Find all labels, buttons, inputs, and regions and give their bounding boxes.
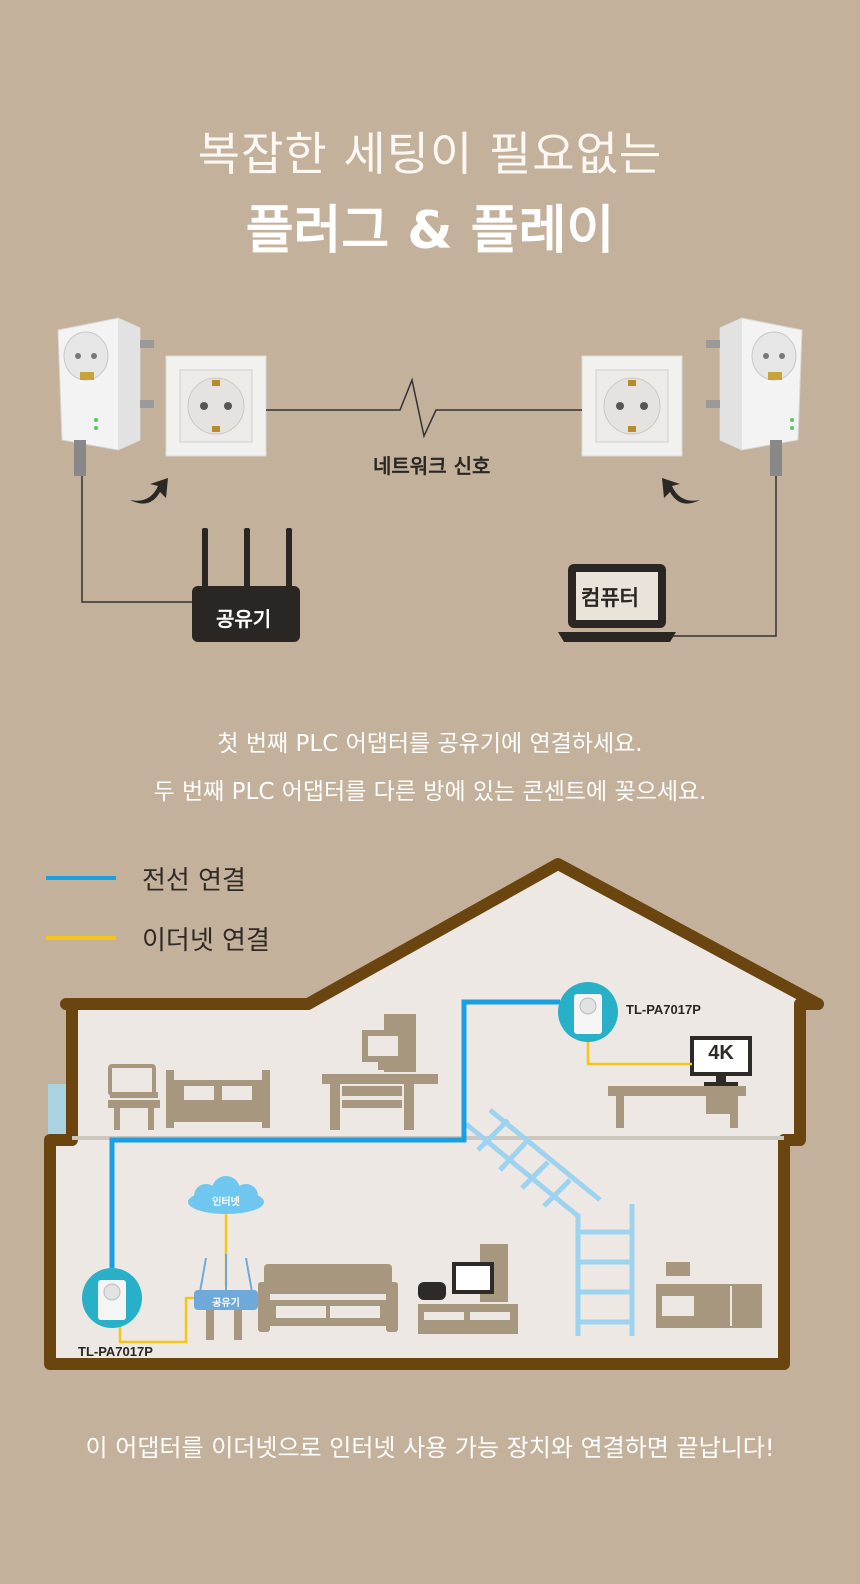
plc-adapter-left-icon xyxy=(57,317,154,476)
router-icon xyxy=(192,528,300,642)
legend-powerline-label: 전선 연결 xyxy=(142,866,246,896)
computer-label: 컴퓨터 xyxy=(581,586,639,610)
network-signal-label: 네트워크 신호 xyxy=(373,454,491,478)
ethernet-cable-left xyxy=(81,476,194,603)
staircase xyxy=(464,1108,635,1336)
instruction-line-2: 두 번째 PLC 어댑터를 다른 방에 있는 콘센트에 꽂으세요. xyxy=(153,779,707,805)
adapter-model-lower: TL-PA7017P xyxy=(78,1344,153,1359)
router-small-label: 공유기 xyxy=(212,1298,240,1309)
headline-title: 플러그 & 플레이 xyxy=(245,201,615,261)
wall-socket-left-icon xyxy=(165,355,267,457)
footer-text: 이 어댑터를 이더넷으로 인터넷 사용 가능 장치와 연결하면 끝납니다! xyxy=(85,1434,775,1462)
plug-in-arrow-right-icon xyxy=(662,478,700,504)
instruction-line-1: 첫 번째 PLC 어댑터를 공유기에 연결하세요. xyxy=(217,731,643,757)
plc-adapter-lower-icon xyxy=(82,1268,142,1328)
legend-powerline-swatch xyxy=(46,876,116,880)
plug-in-arrow-left-icon xyxy=(130,478,168,504)
legend-ethernet-swatch xyxy=(46,936,116,940)
powerline-connection xyxy=(109,999,560,1268)
window-icon xyxy=(48,1084,74,1142)
network-signal-line xyxy=(266,377,582,439)
ethernet-connection-lower xyxy=(118,1296,200,1344)
headline-subtitle: 복잡한 세팅이 필요없는 xyxy=(197,127,663,181)
lower-room-furniture xyxy=(200,1244,768,1340)
wall-socket-right-icon xyxy=(581,355,683,457)
adapter-model-upper: TL-PA7017P xyxy=(626,1002,701,1017)
tv-4k-label: 4K xyxy=(708,1042,734,1064)
upper-room-furniture xyxy=(108,1014,746,1130)
laptop-icon xyxy=(558,564,676,642)
plc-adapter-right-icon xyxy=(706,317,803,476)
internet-cloud-label: 인터넷 xyxy=(212,1197,240,1208)
legend-ethernet-label: 이더넷 연결 xyxy=(142,926,270,956)
ethernet-cable-right xyxy=(662,476,777,637)
ethernet-connection-upper xyxy=(586,1040,692,1066)
plc-adapter-upper-icon xyxy=(558,982,618,1042)
router-label: 공유기 xyxy=(216,607,272,631)
setup-diagram xyxy=(57,317,803,642)
